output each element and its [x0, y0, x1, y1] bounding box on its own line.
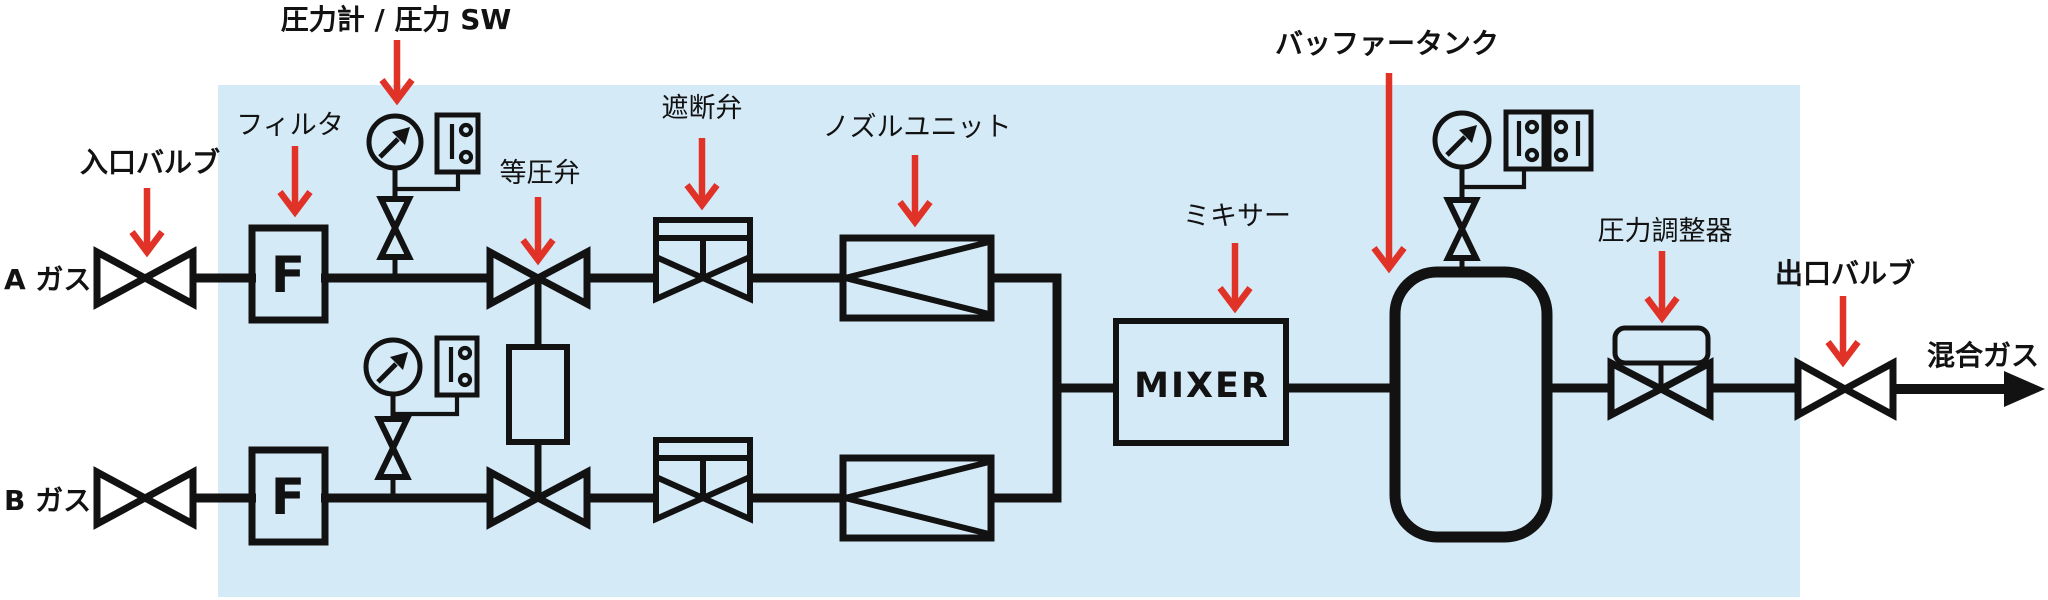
pressure-regulator [1607, 325, 1714, 421]
inlet-valve-a [93, 246, 197, 310]
gauge-assembly-b [363, 335, 480, 498]
label-shutoff: 遮断弁 [662, 93, 743, 124]
text-labels: 圧力計 / 圧力 SW フィルタ 入口バルブ A ガス B ガス 等圧弁 遮断弁… [4, 3, 2039, 517]
arrow-to-eq-valve [520, 197, 556, 266]
gauge-needle [392, 127, 410, 145]
arrow-to-gauge-sw-a [379, 40, 415, 106]
pilot-link [506, 280, 570, 498]
pressure-switch-icon-2 [1546, 109, 1594, 172]
gauge-needle [1459, 125, 1477, 143]
label-eq-valve: 等圧弁 [500, 158, 581, 189]
arrow-to-buffer-tank [1371, 73, 1407, 274]
equal-pressure-valve-a [486, 246, 591, 310]
pressure-gauge-icon [1432, 110, 1492, 170]
equal-pressure-valve-b [486, 466, 591, 530]
filter-b-symbol: F [271, 468, 305, 526]
filter-b: F [248, 446, 329, 546]
label-gas-a: A ガス [4, 263, 91, 296]
label-mixer-jp: ミキサー [1183, 201, 1291, 232]
label-nozzle-unit: ノズルユニット [823, 112, 1012, 143]
arrow-to-outlet-valve [1825, 296, 1861, 368]
label-gauge-sw: 圧力計 / 圧力 SW [281, 3, 512, 36]
shutoff-valve-a [653, 217, 753, 304]
gauge-assembly-tank [1432, 109, 1594, 274]
shutoff-valve-b [653, 437, 753, 524]
arrow-to-shutoff-valve [684, 138, 720, 211]
outflow-arrow [1893, 371, 2045, 407]
arrow-to-regulator [1644, 251, 1680, 324]
pipes [193, 273, 1800, 503]
label-mixed-gas: 混合ガス [1927, 339, 2039, 372]
flow-arrowhead [2004, 371, 2045, 407]
label-regulator: 圧力調整器 [1598, 216, 1733, 247]
mixer-box: MIXER [1113, 318, 1289, 446]
buffer-tank-vessel [1389, 266, 1553, 543]
label-filter: フィルタ [236, 110, 343, 141]
label-inlet-valve: 入口バルブ [80, 146, 220, 179]
arrow-to-mixer [1217, 243, 1253, 314]
label-buffer-tank: バッファータンク [1275, 27, 1499, 60]
nozzle-unit-b [839, 454, 995, 542]
nozzle-unit-a [839, 234, 995, 322]
mixer-label: MIXER [1134, 366, 1270, 406]
annotation-arrows [129, 40, 1861, 368]
label-gas-b: B ガス [4, 484, 91, 517]
gauge-needle [390, 352, 408, 370]
arrow-to-nozzle-unit [897, 155, 933, 228]
filter-a-symbol: F [271, 246, 305, 304]
arrow-to-inlet-valve-a [129, 188, 165, 258]
inlet-valve-b [93, 466, 197, 530]
label-outlet-valve: 出口バルブ [1775, 257, 1915, 290]
pressure-gauge-icon [366, 113, 424, 171]
gauge-assembly-a [366, 112, 481, 278]
pressure-gauge-icon [363, 337, 423, 397]
outlet-valve [1794, 357, 1897, 421]
filter-a: F [248, 224, 329, 324]
arrow-to-filter-a [277, 146, 313, 218]
